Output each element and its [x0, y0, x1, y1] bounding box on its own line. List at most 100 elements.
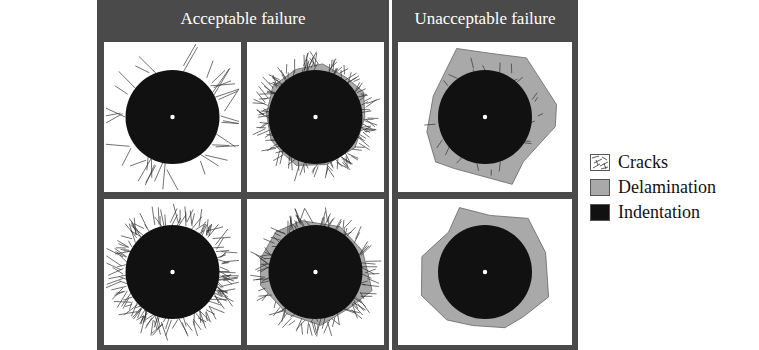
crack-line — [361, 94, 367, 95]
crack-line — [295, 166, 300, 181]
crack-line — [294, 59, 295, 73]
crack-line — [155, 217, 162, 226]
panel-header: Acceptable failure — [97, 0, 389, 38]
crack-line — [366, 99, 380, 104]
crack-line — [288, 161, 290, 168]
crack-line — [359, 246, 369, 256]
crack-line — [225, 89, 240, 111]
crack-line — [538, 114, 543, 116]
crack-line — [214, 68, 230, 95]
indentation-mark — [126, 225, 220, 319]
crack-line — [517, 77, 523, 82]
crack-line — [276, 151, 280, 166]
crack-line — [179, 215, 186, 226]
sample-square — [104, 199, 241, 345]
crack-line — [114, 301, 131, 303]
crack-line — [361, 126, 371, 127]
crack-line — [140, 213, 147, 228]
crack-line — [257, 92, 266, 103]
crack-line — [357, 137, 364, 141]
crack-line — [300, 208, 305, 222]
crack-line — [138, 307, 142, 318]
crack-line — [253, 102, 265, 104]
crack-line — [206, 310, 215, 315]
indentation-mark — [438, 225, 532, 319]
legend-swatch — [590, 204, 610, 221]
crack-line — [269, 83, 281, 87]
crack-line — [209, 224, 211, 236]
crack-line — [161, 322, 167, 340]
crack-line — [207, 61, 213, 78]
crack-line — [312, 164, 318, 172]
crack-line — [218, 289, 236, 292]
crack-line — [183, 44, 196, 66]
crack-line — [305, 209, 313, 223]
crack-line — [219, 91, 238, 99]
crack-line — [261, 281, 271, 283]
indenter-center — [483, 270, 487, 274]
delamination-area — [267, 64, 365, 165]
crack-line — [164, 214, 166, 227]
crack-line — [287, 221, 288, 236]
legend-entry: Delamination — [590, 175, 716, 200]
crack-line — [325, 168, 328, 178]
crack-line — [300, 161, 305, 175]
crack-line — [332, 317, 335, 327]
crack-line — [360, 134, 367, 138]
crack-line — [179, 318, 188, 334]
crack-line — [129, 302, 132, 310]
sample-square — [398, 199, 572, 345]
crack-line — [346, 156, 348, 167]
crack-line — [360, 293, 377, 295]
panel-frame — [97, 0, 389, 350]
crack-line — [309, 324, 312, 336]
crack-line — [355, 146, 365, 148]
crack-line — [112, 288, 123, 300]
crack-line — [364, 98, 372, 102]
crack-line — [274, 302, 276, 309]
crack-line — [254, 99, 268, 105]
crack-line — [183, 317, 186, 327]
crack-line — [119, 71, 136, 88]
crack-line — [192, 213, 195, 224]
crack-line — [312, 322, 316, 335]
crack-line — [511, 64, 512, 74]
crack-line — [329, 59, 336, 72]
crack-line — [265, 247, 271, 256]
crack-line — [361, 296, 373, 297]
crack-line — [207, 227, 209, 236]
crack-line — [122, 293, 132, 307]
crack-line — [190, 211, 192, 227]
sample-square — [104, 42, 241, 192]
legend-entry: Cracks — [590, 150, 716, 175]
panel-title: Acceptable failure — [180, 9, 305, 29]
crack-line — [357, 89, 366, 93]
crack-line — [491, 170, 492, 176]
crack-line — [328, 166, 333, 171]
crack-line — [256, 127, 266, 129]
indenter-center — [170, 270, 174, 274]
crack-line — [289, 320, 296, 325]
crack-line — [183, 47, 197, 72]
crack-line — [205, 155, 227, 160]
crack-line — [163, 160, 166, 190]
crack-line — [222, 122, 239, 123]
crack-line — [347, 227, 356, 236]
crack-line — [367, 278, 379, 283]
crack-line — [211, 299, 227, 300]
crack-line — [437, 140, 443, 149]
crack-line — [199, 209, 202, 227]
delamination-area — [421, 208, 548, 328]
crack-line — [368, 118, 379, 119]
crack-line — [198, 318, 206, 322]
crack-line — [271, 228, 286, 235]
indentation-mark — [126, 70, 220, 164]
crack-line — [224, 260, 239, 261]
crack-line — [343, 73, 356, 81]
crack-line — [172, 319, 178, 328]
crack-line — [328, 322, 332, 336]
crack-line — [278, 67, 287, 80]
crack-line — [260, 267, 269, 273]
crack-line — [216, 286, 228, 293]
crack-line — [206, 311, 210, 321]
